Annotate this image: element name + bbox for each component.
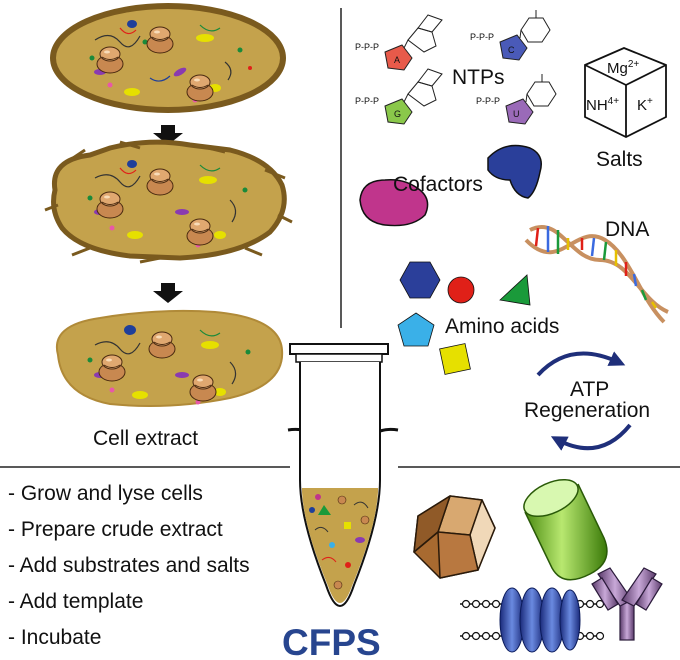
ntp-group: P-P-P A P-P-P C P-P-P G P-P-P <box>355 10 557 125</box>
dna-helix-icon <box>524 225 669 324</box>
cofactors-label: Cofactors <box>393 173 483 196</box>
step-item: - Incubate <box>8 626 102 649</box>
amino-acids-label: Amino acids <box>445 315 559 338</box>
svg-text:P-P-P: P-P-P <box>476 96 500 106</box>
arrow-down-icon <box>153 125 183 145</box>
amino-acid-hexagon <box>399 261 441 299</box>
antibody-icon <box>591 567 663 641</box>
cfps-title: CFPS <box>282 622 381 660</box>
intact-cell <box>50 3 286 113</box>
cofactor-blue-blob <box>487 144 542 199</box>
k-ion: K+ <box>637 96 653 114</box>
ntps-label: NTPs <box>452 66 505 89</box>
ntp-u: P-P-P U <box>476 74 557 125</box>
amino-acid-pentagon <box>397 312 435 347</box>
step-item: - Grow and lyse cells <box>8 482 203 505</box>
lysed-cell <box>44 139 293 264</box>
amino-acid-circle <box>447 276 475 304</box>
mg-ion: Mg2+ <box>607 59 639 77</box>
svg-text:P-P-P: P-P-P <box>470 32 494 42</box>
ntp-g: P-P-P G <box>355 68 443 125</box>
step-item: - Prepare crude extract <box>8 518 223 541</box>
reaction-tube <box>289 343 389 608</box>
step-item: - Add substrates and salts <box>8 554 250 577</box>
dna-label: DNA <box>605 218 649 241</box>
nh4-ion: NH4+ <box>586 96 619 114</box>
cell-extract-blob <box>55 309 284 407</box>
ntp-a: P-P-P A <box>355 14 443 71</box>
regeneration-label: Regeneration <box>524 399 650 422</box>
green-cylinder-icon <box>523 478 608 581</box>
step-item: - Add template <box>8 590 144 613</box>
svg-text:U: U <box>513 109 520 119</box>
atp-label: ATP <box>570 378 609 401</box>
svg-text:P-P-P: P-P-P <box>355 42 379 52</box>
atp-cycle-arrow-bottom <box>550 423 632 451</box>
svg-text:C: C <box>508 45 515 55</box>
amino-acid-triangle <box>499 274 531 306</box>
atp-cycle-arrow-top <box>536 351 626 377</box>
protein-cage-icon <box>413 495 496 579</box>
svg-text:A: A <box>394 55 400 65</box>
ntp-c: P-P-P C <box>470 10 551 61</box>
svg-text:G: G <box>394 109 401 119</box>
arrow-down-icon <box>153 283 183 303</box>
membrane-channel-icon <box>460 587 605 653</box>
cell-extract-label: Cell extract <box>93 427 198 450</box>
amino-acid-square <box>439 343 471 375</box>
salts-label: Salts <box>596 148 643 171</box>
cofactor-magenta-blob <box>359 178 429 227</box>
svg-text:P-P-P: P-P-P <box>355 96 379 106</box>
salts-cube <box>584 47 667 139</box>
